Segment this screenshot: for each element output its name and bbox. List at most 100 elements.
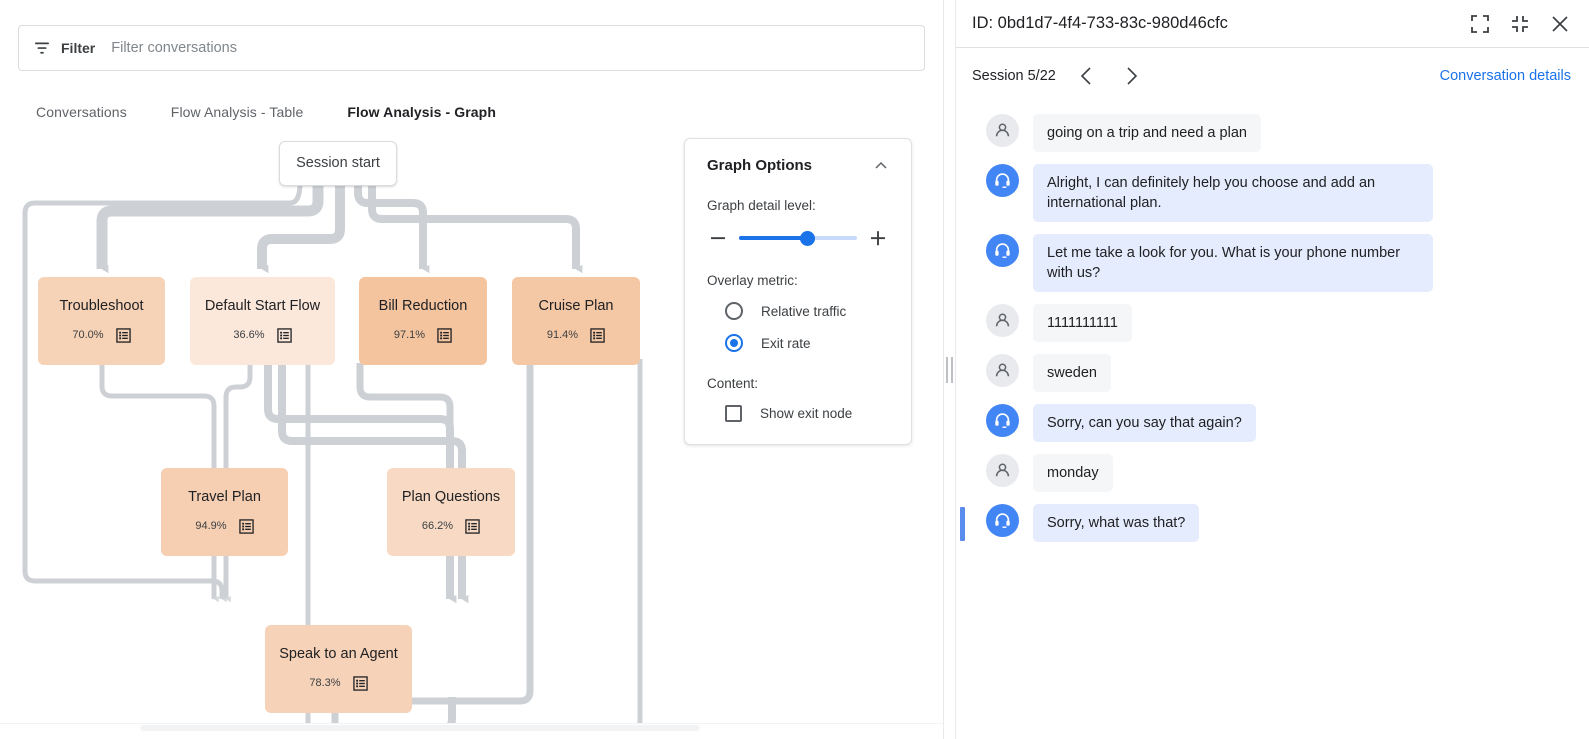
flow-analysis-pane: Filter Filter conversations Conversation… xyxy=(0,0,944,739)
plus-icon[interactable] xyxy=(867,227,889,249)
graph-node-meta: 94.9% xyxy=(195,519,254,534)
list-icon[interactable] xyxy=(276,328,292,343)
graph-node-exit-rate: 70.0% xyxy=(72,329,104,342)
chevron-up-icon[interactable] xyxy=(873,158,889,174)
conversation-id: ID: 0bd1d7-4f4-733-83c-980d46cfc xyxy=(972,14,1228,32)
tab-conversations[interactable]: Conversations xyxy=(36,104,127,120)
user-avatar-icon xyxy=(986,354,1019,387)
message-row[interactable]: sweden xyxy=(956,348,1589,398)
graph-node-default-start-flow[interactable]: Default Start Flow 36.6% xyxy=(190,277,335,365)
chevron-left-icon[interactable] xyxy=(1074,63,1100,89)
conversation-pane: ID: 0bd1d7-4f4-733-83c-980d46cfc Session… xyxy=(956,0,1589,739)
list-icon[interactable] xyxy=(115,328,131,343)
splitter-grip-icon[interactable] xyxy=(946,356,953,383)
chevron-right-icon[interactable] xyxy=(1118,63,1144,89)
scrollbar-thumb[interactable] xyxy=(140,725,700,731)
checkbox-label: Show exit node xyxy=(760,406,853,421)
graph-detail-level-label: Graph detail level: xyxy=(707,198,816,213)
message-text: Sorry, what was that? xyxy=(1033,504,1200,542)
expand-icon[interactable] xyxy=(1469,13,1491,35)
list-icon[interactable] xyxy=(465,519,480,534)
user-avatar-icon xyxy=(986,304,1019,337)
conversation-header: ID: 0bd1d7-4f4-733-83c-980d46cfc xyxy=(956,0,1589,48)
conversation-details-link[interactable]: Conversation details xyxy=(1439,68,1571,84)
radio-label: Exit rate xyxy=(761,335,811,351)
horizontal-scrollbar[interactable] xyxy=(0,723,943,731)
minus-icon[interactable] xyxy=(707,227,729,249)
session-nav-bar: Session 5/22 Conversation details xyxy=(956,48,1589,104)
graph-node-meta: 78.3% xyxy=(309,676,368,691)
graph-node-label: Plan Questions xyxy=(401,489,501,506)
graph-node-exit-rate: 66.2% xyxy=(421,520,454,533)
tab-bar: Conversations Flow Analysis - Table Flow… xyxy=(0,91,943,134)
graph-options-title: Graph Options xyxy=(707,157,812,174)
overlay-metric-label: Overlay metric: xyxy=(707,273,798,288)
message-text: monday xyxy=(1033,454,1113,492)
radio-button[interactable] xyxy=(725,334,743,352)
radio-relative-traffic[interactable]: Relative traffic xyxy=(707,302,889,320)
graph-node-bill-reduction[interactable]: Bill Reduction 97.1% xyxy=(359,277,487,365)
message-row[interactable]: Alright, I can definitely help you choos… xyxy=(956,158,1589,228)
graph-options-panel: Graph Options Graph detail level: xyxy=(684,138,912,445)
graph-node-label: Troubleshoot xyxy=(59,298,144,315)
agent-avatar-icon xyxy=(986,164,1019,197)
graph-node-session-start[interactable]: Session start xyxy=(279,141,397,186)
graph-node-troubleshoot[interactable]: Troubleshoot 70.0% xyxy=(38,277,165,365)
graph-node-label: Default Start Flow xyxy=(204,298,321,315)
graph-edges xyxy=(22,181,643,731)
graph-detail-slider-row xyxy=(707,227,889,249)
list-icon[interactable] xyxy=(238,519,254,534)
message-row[interactable]: Sorry, can you say that again? xyxy=(956,398,1589,448)
message-text: Sorry, can you say that again? xyxy=(1033,404,1256,442)
radio-button[interactable] xyxy=(725,302,743,320)
radio-label: Relative traffic xyxy=(761,303,847,319)
pane-splitter[interactable] xyxy=(944,0,956,739)
graph-node-meta: 91.4% xyxy=(547,328,605,343)
filter-input[interactable]: Filter conversations xyxy=(111,40,237,56)
graph-node-exit-rate: 78.3% xyxy=(309,677,341,690)
collapse-icon[interactable] xyxy=(1509,13,1531,35)
message-text: Let me take a look for you. What is your… xyxy=(1033,234,1433,292)
graph-node-exit-rate: 94.9% xyxy=(195,520,227,533)
filter-bar[interactable]: Filter Filter conversations xyxy=(18,25,925,71)
list-icon[interactable] xyxy=(590,328,605,343)
close-icon[interactable] xyxy=(1549,13,1571,35)
message-row[interactable]: monday xyxy=(956,448,1589,498)
graph-node-meta: 36.6% xyxy=(233,328,292,343)
graph-node-label: Cruise Plan xyxy=(538,298,614,315)
user-avatar-icon xyxy=(986,454,1019,487)
checkbox-show-exit-node[interactable]: Show exit node xyxy=(707,405,889,422)
radio-exit-rate[interactable]: Exit rate xyxy=(707,334,889,352)
graph-node-plan-questions[interactable]: Plan Questions 66.2% xyxy=(387,468,515,556)
message-row[interactable]: Let me take a look for you. What is your… xyxy=(956,228,1589,298)
graph-node-exit-rate: 36.6% xyxy=(233,329,265,342)
graph-node-meta: 66.2% xyxy=(422,519,480,534)
tab-flow-analysis-graph[interactable]: Flow Analysis - Graph xyxy=(325,104,518,134)
graph-detail-slider[interactable] xyxy=(739,230,857,246)
graph-node-label: Session start xyxy=(296,155,380,172)
agent-avatar-icon xyxy=(986,404,1019,437)
slider-thumb[interactable] xyxy=(799,230,815,246)
graph-node-label: Travel Plan xyxy=(188,489,261,506)
agent-avatar-icon xyxy=(986,504,1019,537)
message-text: 1111111111 xyxy=(1033,304,1132,342)
filter-label: Filter xyxy=(61,40,96,56)
graph-node-meta: 70.0% xyxy=(72,328,131,343)
graph-options-header: Graph Options xyxy=(707,157,889,174)
agent-avatar-icon xyxy=(986,234,1019,267)
message-row-selected[interactable]: Sorry, what was that? xyxy=(956,498,1589,548)
list-icon[interactable] xyxy=(437,328,452,343)
graph-node-travel-plan[interactable]: Travel Plan 94.9% xyxy=(161,468,288,556)
message-text: sweden xyxy=(1033,354,1111,392)
graph-node-meta: 97.1% xyxy=(394,328,452,343)
graph-node-speak-to-an-agent[interactable]: Speak to an Agent 78.3% xyxy=(265,625,412,713)
message-text: Alright, I can definitely help you choos… xyxy=(1033,164,1433,222)
graph-node-exit-rate: 97.1% xyxy=(393,329,426,342)
tab-flow-analysis-table[interactable]: Flow Analysis - Table xyxy=(170,104,304,120)
checkbox-box[interactable] xyxy=(725,405,742,422)
list-icon[interactable] xyxy=(352,676,368,691)
message-row[interactable]: going on a trip and need a plan xyxy=(956,108,1589,158)
message-row[interactable]: 1111111111 xyxy=(956,298,1589,348)
message-list: going on a trip and need a plan Alright,… xyxy=(956,104,1589,548)
graph-node-cruise-plan[interactable]: Cruise Plan 91.4% xyxy=(512,277,640,365)
